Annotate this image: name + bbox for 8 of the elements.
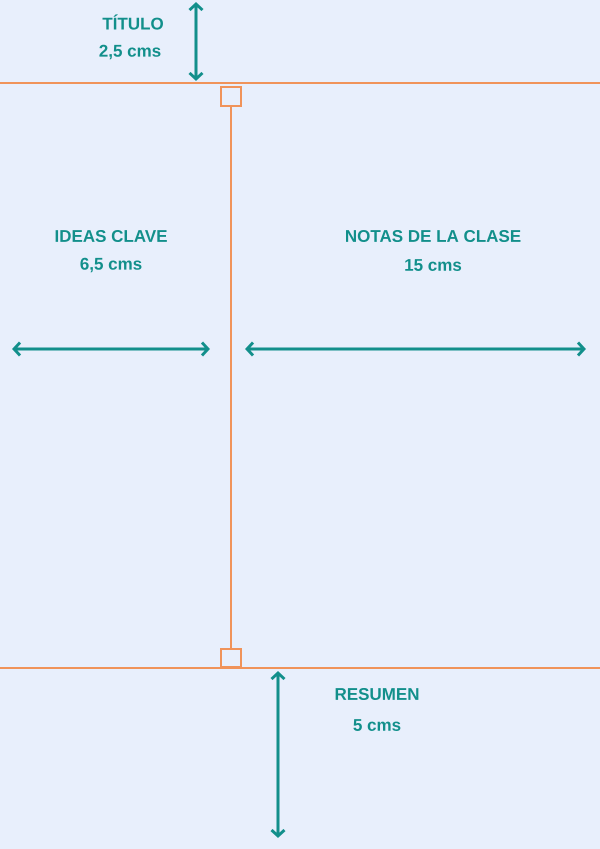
dimension-label: TÍTULO [102,14,163,30]
dimension-label: 6,5 cms [80,258,142,272]
dimension-label: NOTAS DE LA CLASE [346,230,520,242]
dimension-label: 2,5 cms [99,44,160,60]
dimension-label: 15 cms [405,259,462,271]
dimension-label: IDEAS CLAVE [56,230,167,242]
dimension-label: RESUMEN [336,688,418,700]
dimension-label: 5 cms [353,719,400,731]
